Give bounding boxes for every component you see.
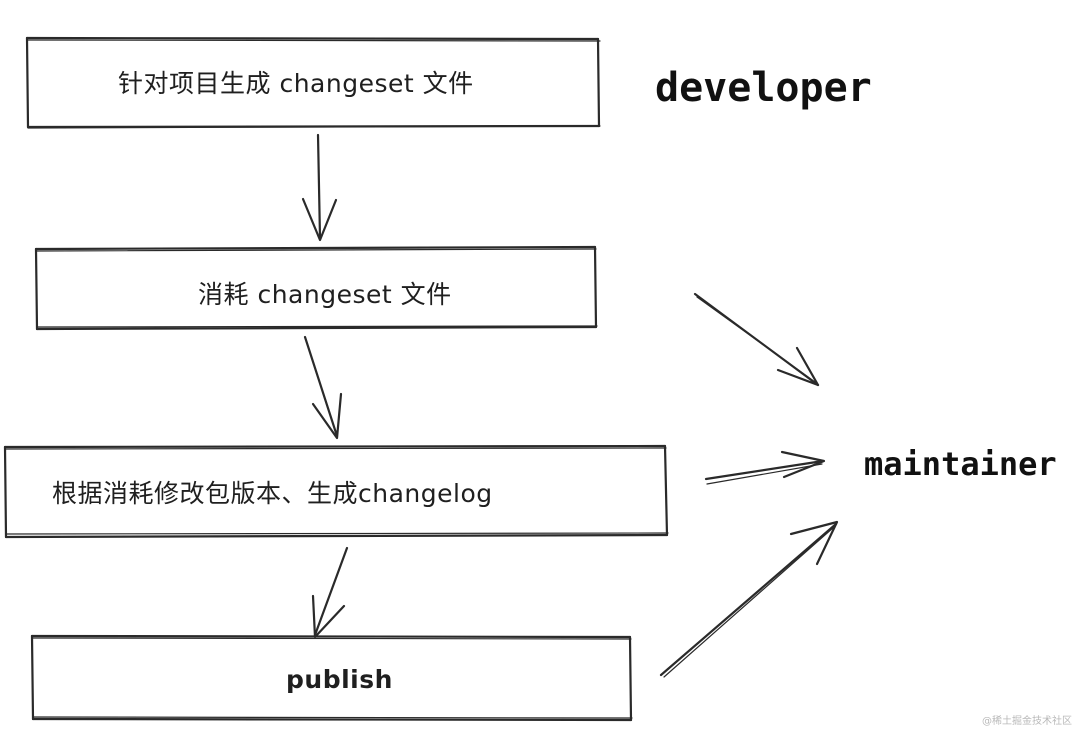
arrow-step3-to-maintainer <box>704 450 826 485</box>
flow-arrow-step1-to-step2 <box>301 133 338 242</box>
step-box-version-changelog <box>3 444 669 539</box>
arrow-step2-to-maintainer <box>693 292 820 387</box>
step-label-consume-changeset: 消耗 changeset 文件 <box>198 280 452 309</box>
step-box-consume-changeset <box>34 245 598 331</box>
step-label-version-changelog: 根据消耗修改包版本、生成changelog <box>52 479 493 508</box>
step-box-publish <box>30 634 633 722</box>
flow-arrow-step2-to-step3 <box>303 335 343 440</box>
role-label-maintainer: maintainer <box>864 445 1057 483</box>
step-label-generate-changeset: 针对项目生成 changeset 文件 <box>118 69 474 98</box>
flow-arrow-step3-to-step4 <box>311 546 349 639</box>
step-box-generate-changeset <box>25 36 601 129</box>
arrow-step4-to-maintainer <box>659 520 839 678</box>
role-label-developer: developer <box>655 65 872 111</box>
watermark: @稀土掘金技术社区 <box>982 716 1072 727</box>
step-label-publish: publish <box>286 665 393 694</box>
